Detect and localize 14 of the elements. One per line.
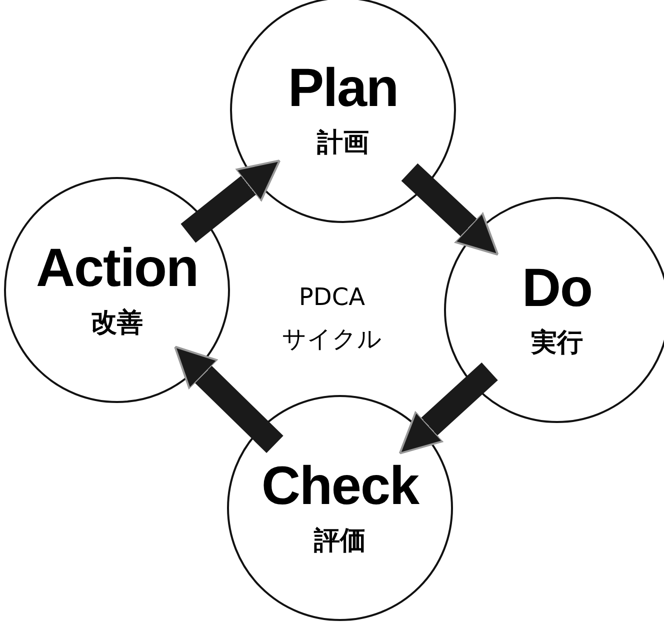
arrow [401,163,499,256]
stage-name: Do [522,259,592,319]
stage-name: Plan [288,59,398,119]
stage-name: Check [261,457,419,517]
stage-subtitle: 計画 [317,126,369,160]
arrow [180,159,281,243]
arrow [398,362,498,454]
center-label: PDCA [298,283,366,311]
stage-subtitle: 実行 [531,326,583,360]
arrow [174,346,284,453]
stage-subtitle: 改善 [91,306,143,340]
stage-subtitle: 評価 [314,524,366,558]
center-label: サイクル [281,324,383,355]
stage-name: Action [36,239,198,299]
